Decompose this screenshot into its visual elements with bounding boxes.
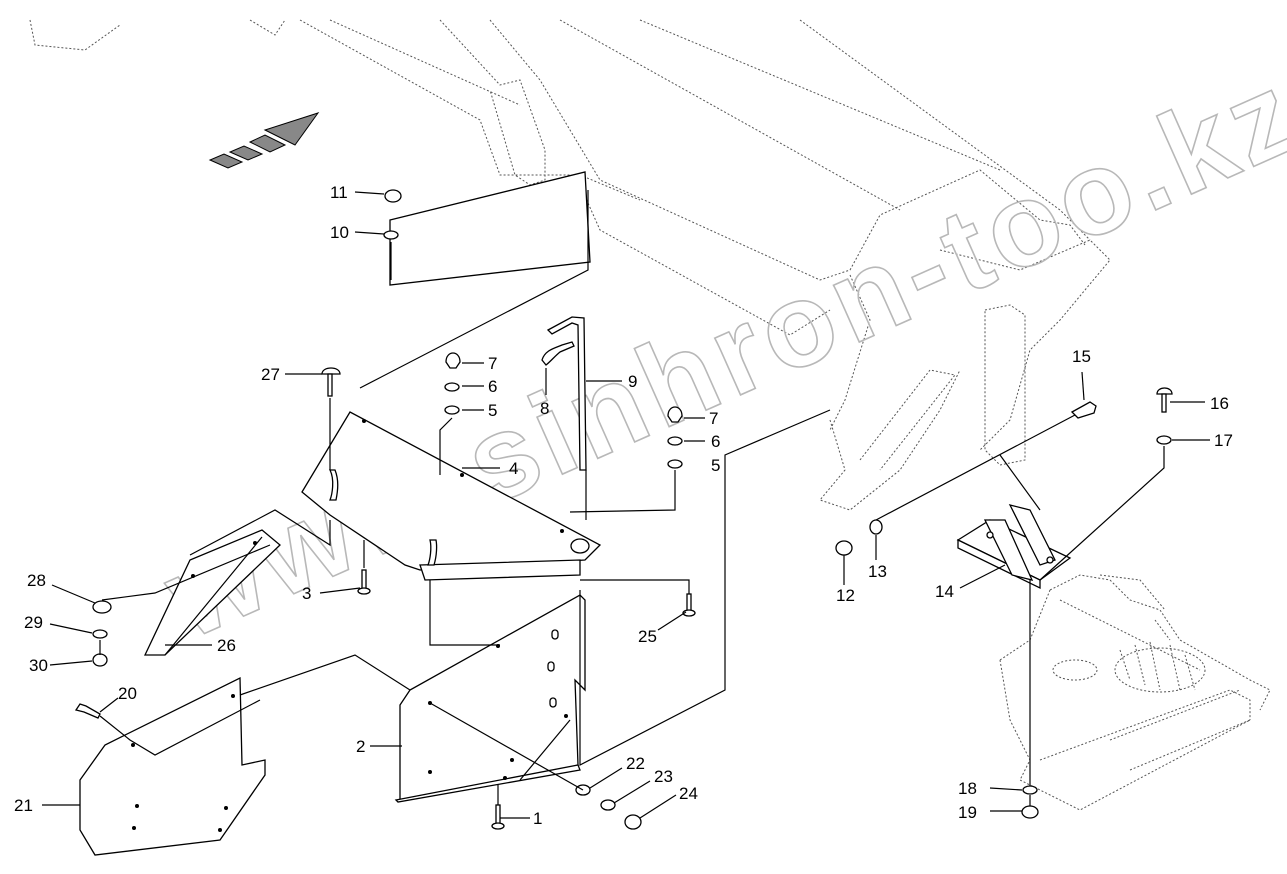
assembly-lines [99,190,1165,806]
callout-4: 4 [509,459,518,478]
callout-26: 26 [217,636,236,655]
part-21-plate [79,676,266,856]
callout-25: 25 [638,627,657,646]
callout-labels: 1 2 3 4 5 5 6 6 7 7 8 9 10 11 12 13 14 1… [14,183,1233,828]
part-8-pin [541,341,575,366]
callout-29: 29 [24,613,43,632]
callout-19: 19 [958,803,977,822]
callout-8: 8 [540,399,549,418]
callout-13: 13 [868,562,887,581]
part-4-plate [301,411,602,581]
machine-frame-outline [29,19,1271,811]
callout-14: 14 [935,582,954,601]
part-26-bracket [143,529,281,656]
callout-22: 22 [626,754,645,773]
callout-20: 20 [118,684,137,703]
hardware-parts [74,189,1173,830]
callout-1: 1 [533,809,542,828]
part-14-mount-bracket [956,504,1072,590]
callout-18: 18 [958,779,977,798]
watermark-text: www.sinhron-too.kz [146,45,1287,664]
callout-5b: 5 [711,456,720,475]
upper-mount-plate [389,171,591,286]
callout-5a: 5 [488,401,497,420]
callout-6a: 6 [488,377,497,396]
callout-16: 16 [1210,394,1229,413]
callout-24: 24 [679,784,698,803]
callout-7a: 7 [488,354,497,373]
callout-11: 11 [330,183,348,202]
callout-2: 2 [356,737,365,756]
direction-arrow-icon [208,112,320,169]
callout-17: 17 [1214,431,1233,450]
callout-9: 9 [628,372,637,391]
callout-10: 10 [330,223,349,242]
callout-21: 21 [14,796,33,815]
callout-15: 15 [1072,347,1091,366]
part-9-rod [546,316,587,471]
leader-lines [42,191,1210,819]
callout-28: 28 [27,571,46,590]
callout-12: 12 [836,586,855,605]
callout-6b: 6 [711,432,720,451]
callout-7b: 7 [709,409,718,428]
callout-3: 3 [302,584,311,603]
callout-30: 30 [29,656,48,675]
callout-23: 23 [654,767,673,786]
part-2-side-plate [394,594,586,803]
callout-27: 27 [261,365,280,384]
